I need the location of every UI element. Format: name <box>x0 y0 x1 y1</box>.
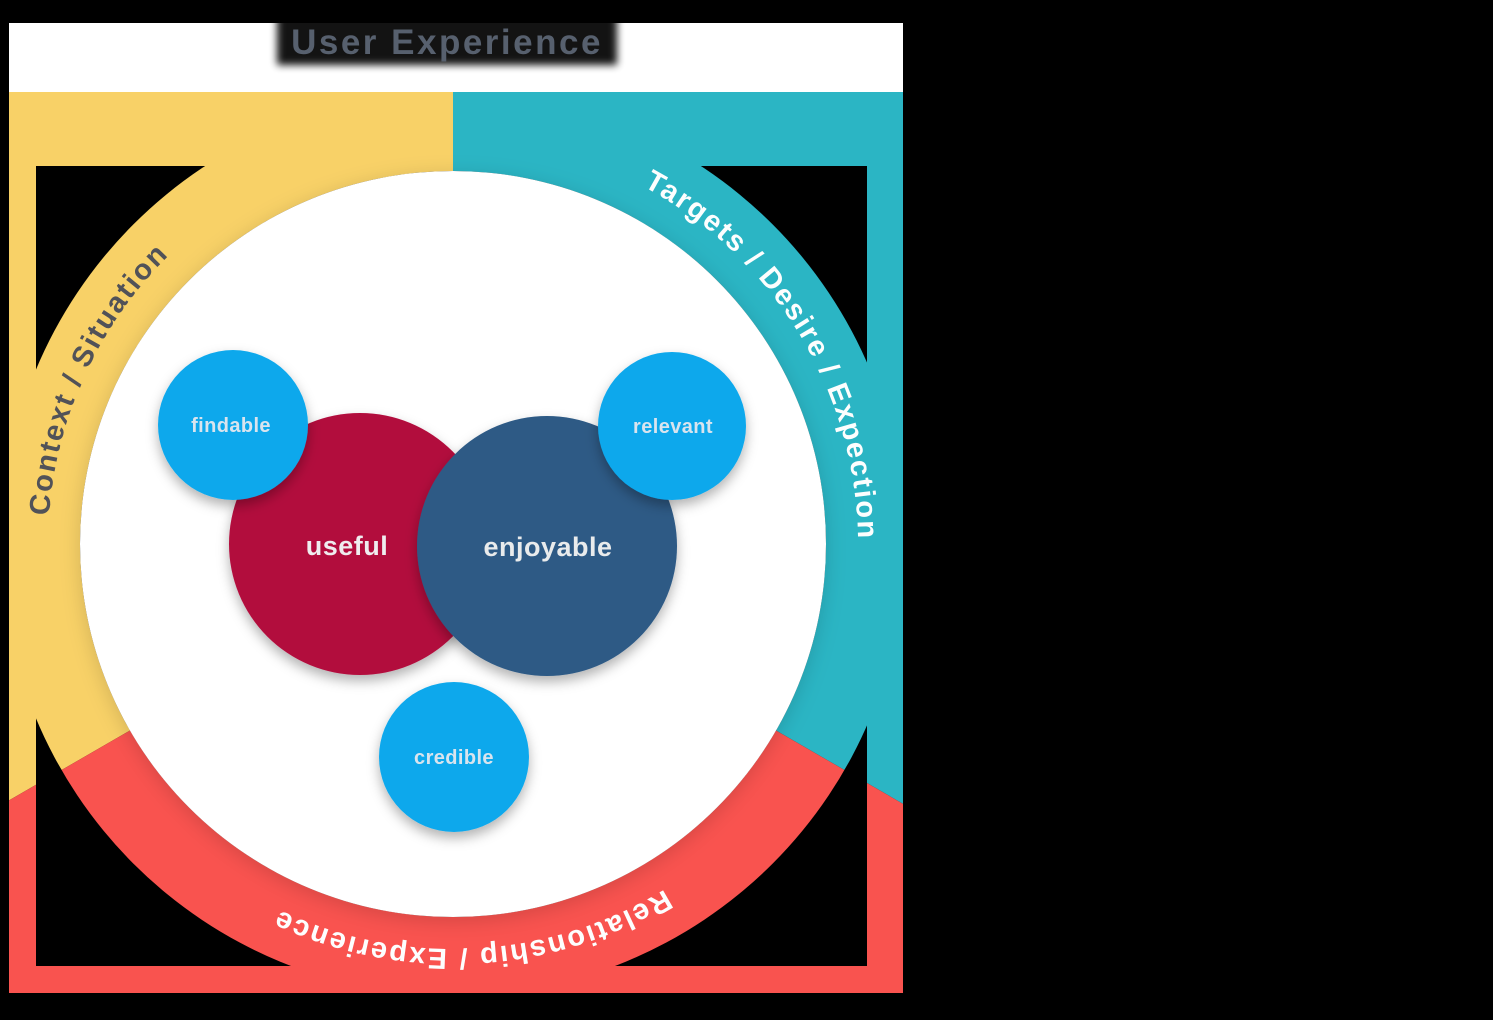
satellite-circle-credible <box>379 682 529 832</box>
satellite-circle-relevant <box>598 352 746 500</box>
satellite-label-findable: findable <box>191 415 271 437</box>
satellite-label-relevant: relevant <box>633 416 713 438</box>
page-title: User Experience <box>291 23 603 62</box>
satellite-label-credible: credible <box>414 747 494 769</box>
venn-circle-enjoyable <box>417 416 677 676</box>
venn-label-enjoyable: enjoyable <box>483 532 612 562</box>
venn-circle-useful <box>229 413 491 675</box>
satellite-circle-findable <box>158 350 308 500</box>
venn-label-useful: useful <box>306 531 389 561</box>
page-title-backdrop <box>277 13 617 65</box>
